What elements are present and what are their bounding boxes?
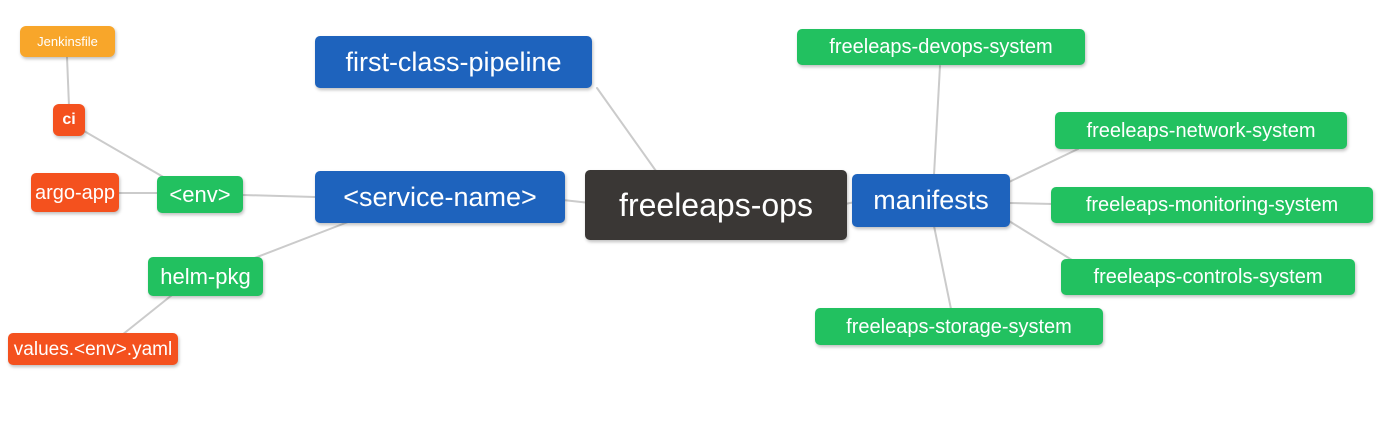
node-values-env-yaml[interactable]: values.<env>.yaml	[8, 333, 178, 365]
node-freeleaps-controls-system[interactable]: freeleaps-controls-system	[1061, 259, 1355, 295]
edge-service-name-helm-pkg	[251, 221, 349, 260]
node-helm-pkg[interactable]: helm-pkg	[148, 257, 263, 296]
edge-manifests-devops	[933, 65, 941, 176]
edge-ci-env	[83, 130, 166, 179]
edge-manifests-storage	[933, 225, 952, 310]
edge-pipeline-freeleaps-ops	[596, 87, 657, 172]
node-env[interactable]: <env>	[157, 176, 243, 213]
node-ci[interactable]: ci	[53, 104, 85, 136]
node-freeleaps-monitoring-system[interactable]: freeleaps-monitoring-system	[1051, 187, 1373, 223]
node-jenkinsfile[interactable]: Jenkinsfile	[20, 26, 115, 57]
node-freeleaps-devops-system[interactable]: freeleaps-devops-system	[797, 29, 1085, 65]
node-argo-app[interactable]: argo-app	[31, 173, 119, 212]
node-manifests[interactable]: manifests	[852, 174, 1010, 227]
node-first-class-pipeline[interactable]: first-class-pipeline	[315, 36, 592, 88]
edge-manifests-controls	[1008, 220, 1073, 261]
edge-manifests-monitoring	[1008, 202, 1054, 205]
node-freeleaps-network-system[interactable]: freeleaps-network-system	[1055, 112, 1347, 149]
node-freeleaps-ops[interactable]: freeleaps-ops	[585, 170, 847, 240]
node-service-name[interactable]: <service-name>	[315, 171, 565, 223]
edge-helm-pkg-values	[121, 294, 173, 336]
edge-manifests-network	[1008, 148, 1079, 183]
edge-jenkinsfile-ci	[66, 56, 70, 107]
edge-env-service-name	[242, 194, 316, 198]
node-freeleaps-storage-system[interactable]: freeleaps-storage-system	[815, 308, 1103, 345]
